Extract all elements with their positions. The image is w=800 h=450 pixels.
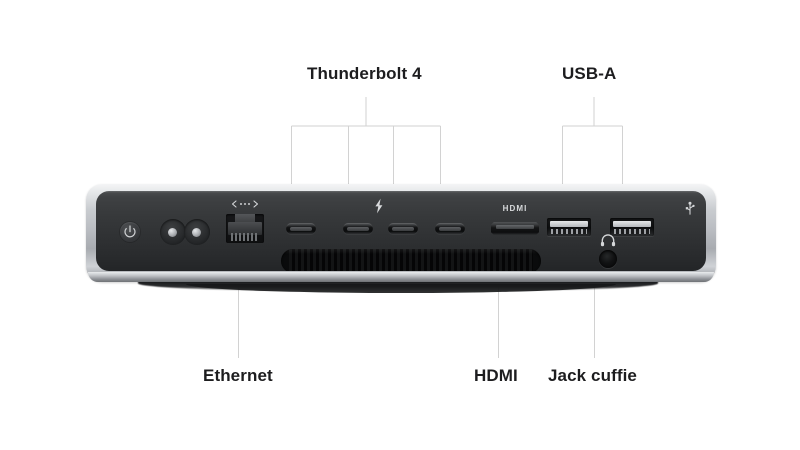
usba-contact-block: [613, 221, 651, 227]
ethernet-latch: [235, 214, 255, 224]
headphone-icon: [600, 234, 616, 247]
mac-mini-rear: HDMI: [86, 184, 716, 293]
ethernet-pin: [235, 233, 237, 241]
device-shadow-core: [186, 284, 616, 293]
ethernet-port[interactable]: [226, 200, 264, 243]
power-connector: [160, 217, 210, 247]
headphone-jack[interactable]: [599, 250, 617, 268]
usba-contacts: [551, 229, 587, 234]
callout-label-hdmi: HDMI: [474, 366, 518, 385]
usb-icon: [685, 201, 695, 215]
hdmi-port-marking: HDMI: [502, 204, 528, 213]
callout-label-thunderbolt: Thunderbolt 4: [307, 64, 422, 83]
power-connector-pin-left: [168, 228, 177, 237]
power-connector-pin-right: [192, 228, 201, 237]
ethernet-pin: [255, 233, 257, 241]
hdmi-contact-block: [496, 225, 534, 229]
usba-port-1[interactable]: [547, 218, 591, 236]
vent-grille: [281, 249, 541, 271]
vent-slats: [289, 249, 533, 271]
ethernet-pin: [243, 233, 245, 241]
ethernet-contact-block: [228, 222, 262, 235]
device-bottom-rim: [88, 272, 714, 282]
callout-label-jack: Jack cuffie: [548, 366, 637, 385]
usba-contacts: [614, 229, 650, 234]
ethernet-pin: [239, 233, 241, 241]
thunderbolt-port-3[interactable]: [388, 223, 418, 234]
thunderbolt-port-4[interactable]: [435, 223, 465, 234]
usba-port-2[interactable]: [610, 218, 654, 236]
power-button[interactable]: [120, 222, 140, 242]
thunderbolt-port-2[interactable]: [343, 223, 373, 234]
ethernet-icon: [231, 200, 259, 208]
ethernet-socket: [226, 214, 264, 243]
ethernet-pin: [231, 233, 233, 241]
hdmi-port[interactable]: [491, 222, 539, 235]
ethernet-pin: [247, 233, 249, 241]
thunderbolt-port-1[interactable]: [286, 223, 316, 234]
vent-gloss: [281, 249, 541, 254]
device-rear-panel: HDMI: [96, 191, 706, 271]
power-icon: [124, 225, 136, 238]
ethernet-pin: [251, 233, 253, 241]
callout-label-usba: USB-A: [562, 64, 617, 83]
thunderbolt-icon: [375, 198, 383, 214]
callout-label-ethernet: Ethernet: [203, 366, 273, 385]
device-chassis: HDMI: [86, 184, 716, 282]
usba-contact-block: [550, 221, 588, 227]
